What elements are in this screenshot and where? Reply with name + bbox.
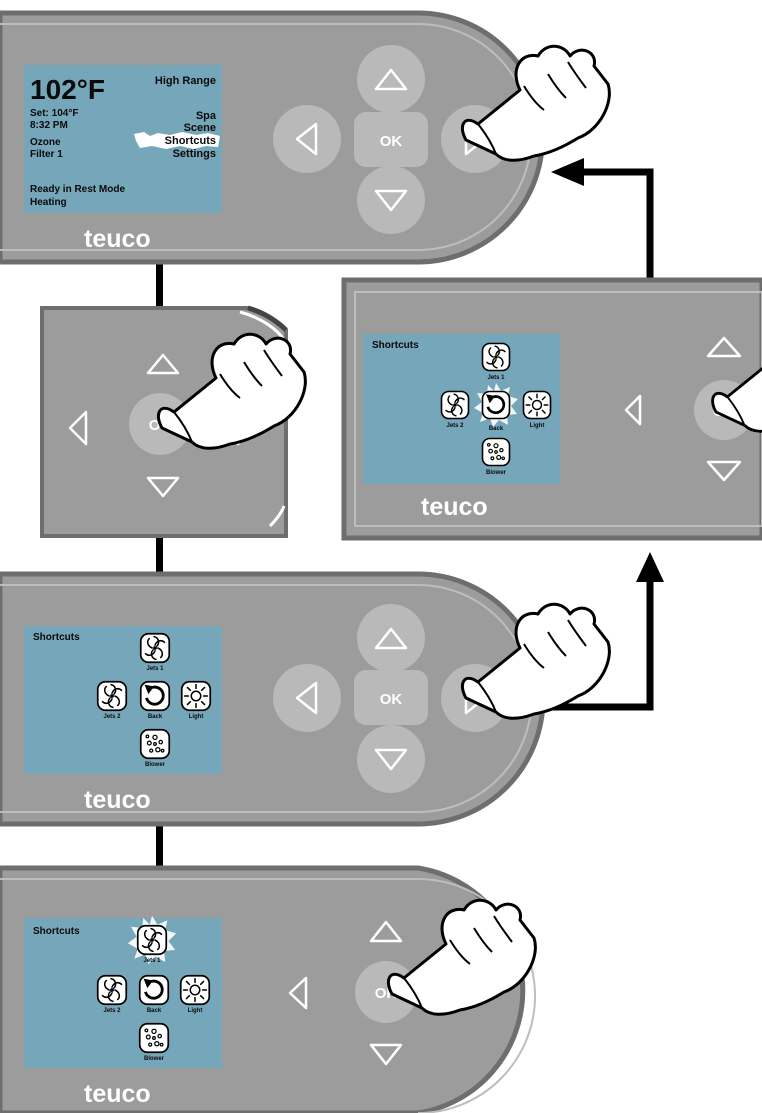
jets-icon[interactable] — [98, 682, 127, 711]
menu-item-spa[interactable]: Spa — [196, 110, 217, 122]
shortcuts-title: Shortcuts — [33, 632, 80, 643]
svg-text:Back: Back — [489, 426, 504, 432]
shortcuts-panel-right-press: Shortcuts Jets 1 Jets 2 Back Light Blowe… — [0, 574, 609, 824]
back-icon[interactable] — [140, 976, 169, 1005]
jets-icon[interactable] — [138, 926, 167, 955]
control-panel-home: 102°F High Range Set: 104°F 8:32 PM Ozon… — [0, 13, 609, 262]
down-button[interactable] — [357, 166, 425, 234]
brand-logo: teuco — [84, 1080, 151, 1108]
left-button[interactable] — [273, 105, 341, 173]
light-icon[interactable] — [524, 392, 551, 419]
blower-icon[interactable] — [140, 1024, 169, 1053]
svg-text:Jets 2: Jets 2 — [103, 1008, 121, 1014]
left-button[interactable] — [273, 664, 341, 732]
jets-icon[interactable] — [483, 344, 510, 371]
shortcuts-panel-ok-press: Shortcuts Jets 1 Jets 2 Back Light Blowe… — [0, 868, 535, 1113]
blower-icon[interactable] — [483, 439, 510, 466]
menu-item-shortcuts[interactable]: Shortcuts — [165, 135, 216, 147]
up-button[interactable] — [357, 604, 425, 672]
down-button[interactable] — [357, 725, 425, 793]
keypad-zoom-panel: OK — [40, 306, 305, 538]
flow-arrow-up-left — [551, 158, 650, 280]
shortcuts-title: Shortcuts — [372, 340, 419, 351]
svg-text:Jets 2: Jets 2 — [103, 714, 121, 720]
shortcuts-panel-back: Shortcuts Jets 1 Jets 2 Back Light Blowe… — [344, 280, 762, 538]
footer-heating: Heating — [30, 197, 67, 208]
svg-text:Jets 2: Jets 2 — [446, 423, 464, 429]
status-ozone: Ozone — [30, 137, 61, 148]
jets-icon[interactable] — [442, 392, 469, 419]
back-icon[interactable] — [483, 392, 510, 419]
svg-text:Back: Back — [148, 714, 163, 720]
svg-text:Light: Light — [188, 1008, 203, 1014]
temperature-readout: 102°F — [30, 74, 105, 105]
svg-text:Jets 1: Jets 1 — [143, 958, 161, 964]
up-button[interactable] — [357, 45, 425, 113]
brand-logo: teuco — [84, 225, 151, 253]
svg-text:Light: Light — [189, 714, 204, 720]
jets-icon[interactable] — [141, 634, 170, 663]
back-icon[interactable] — [141, 682, 170, 711]
blower-icon[interactable] — [141, 730, 170, 759]
menu-item-scene[interactable]: Scene — [184, 122, 216, 134]
svg-text:Jets 1: Jets 1 — [146, 666, 164, 672]
svg-text:OK: OK — [380, 133, 403, 150]
svg-text:Light: Light — [530, 423, 545, 429]
svg-text:OK: OK — [380, 691, 403, 708]
svg-text:Jets 1: Jets 1 — [487, 375, 505, 381]
jets-icon[interactable] — [98, 976, 127, 1005]
brand-logo: teuco — [84, 786, 151, 814]
light-icon[interactable] — [182, 682, 211, 711]
footer-mode: Ready in Rest Mode — [30, 184, 125, 195]
range-label: High Range — [155, 75, 216, 87]
brand-logo: teuco — [421, 493, 488, 521]
svg-text:Blower: Blower — [486, 470, 507, 476]
svg-text:Back: Back — [147, 1008, 162, 1014]
menu-item-settings[interactable]: Settings — [173, 148, 216, 160]
clock-time: 8:32 PM — [30, 120, 68, 131]
status-filter: Filter 1 — [30, 149, 63, 160]
light-icon[interactable] — [181, 976, 210, 1005]
shortcuts-title: Shortcuts — [33, 926, 80, 937]
set-temp: Set: 104°F — [30, 108, 78, 119]
svg-text:Blower: Blower — [145, 762, 166, 768]
svg-text:Blower: Blower — [144, 1056, 165, 1062]
